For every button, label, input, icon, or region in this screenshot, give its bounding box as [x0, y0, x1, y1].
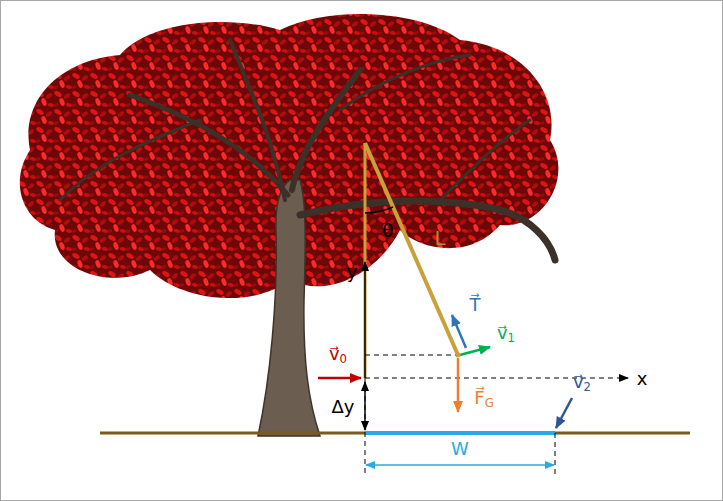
velocity-0-arrow [318, 377, 361, 380]
trunk [258, 180, 320, 436]
x-axis [365, 377, 628, 378]
rope-start [364, 143, 367, 378]
width-dimension [366, 464, 554, 466]
y-axis [364, 262, 366, 378]
axis-label: y [347, 262, 358, 283]
dimension-label: Δy [332, 397, 355, 418]
guide-right [555, 433, 556, 475]
guide-left [365, 378, 366, 475]
dimension-label: W [451, 439, 469, 460]
vector-label: v⃗2 [573, 372, 591, 393]
gravity-arrow [457, 358, 460, 412]
branches [60, 40, 555, 260]
velocity-2-arrow [556, 398, 572, 428]
ground-line [100, 432, 690, 435]
axis-label: x [637, 369, 648, 390]
bob [456, 353, 461, 358]
length-label: L [434, 227, 445, 250]
tension-arrow [452, 315, 466, 348]
velocity-1-arrow [456, 347, 490, 356]
rope-swing [365, 143, 458, 355]
landing-distance [365, 431, 555, 435]
height-dimension [364, 382, 366, 430]
angle-arc [365, 207, 393, 213]
tree [20, 14, 559, 436]
vector-label: v⃗1 [497, 323, 515, 344]
vector-label: v⃗0 [329, 344, 347, 365]
angle-label: θ [382, 221, 393, 242]
vector-label: T⃗ [470, 295, 481, 316]
height-guide [365, 355, 456, 356]
vector-label: F⃗G [474, 388, 493, 409]
